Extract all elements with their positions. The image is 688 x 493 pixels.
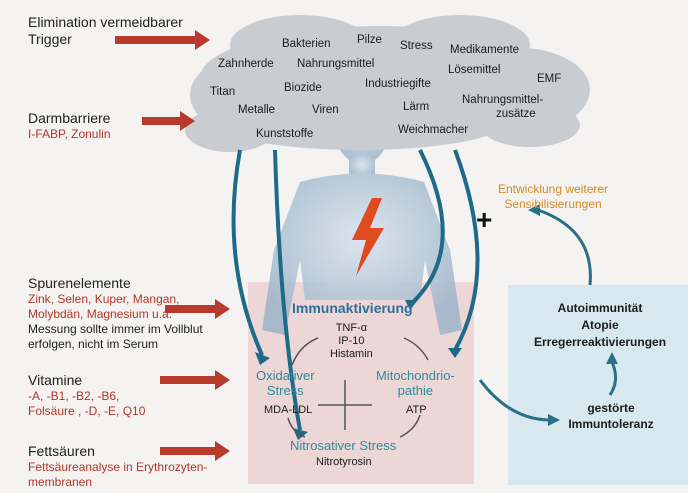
darmbarriere-title: Darmbarriere <box>28 110 111 127</box>
trigger-title: Elimination vermeidbarer Trigger <box>28 14 183 48</box>
cloud-word: zusätze <box>496 108 536 120</box>
mitochondriopathie: Mitochondrio- pathie <box>376 368 455 398</box>
cloud-word: EMF <box>537 73 561 85</box>
immuntoleranz-box: gestörte Immuntoleranz <box>556 400 666 432</box>
cloud-word: Metalle <box>238 104 275 116</box>
cloud-word: Zahnherde <box>218 58 274 70</box>
immunaktivierung-title: Immunaktivierung <box>292 300 413 316</box>
darmbarriere-sub: I-FABP, Zonulin <box>28 127 111 142</box>
cloud-word: Lösemittel <box>448 64 500 76</box>
fettsaeuren-block: Fettsäuren Fettsäureanalyse in Erythrozy… <box>28 443 207 490</box>
cloud-word: Biozide <box>284 82 322 94</box>
vitamine-block: Vitamine -A, -B1, -B2, -B6, Folsäure , -… <box>28 372 145 419</box>
cloud-word: Nahrungsmittel <box>297 58 374 70</box>
cloud-word: Stress <box>400 40 433 52</box>
atp: ATP <box>406 404 427 416</box>
cloud-word: Titan <box>210 86 235 98</box>
mda-ldl: MDA-LDL <box>264 404 312 416</box>
cloud-word: Industriegifte <box>365 78 431 90</box>
marker-list: TNF-α IP-10 Histamin <box>330 322 373 361</box>
cloud-word: Nahrungsmittel- <box>462 94 543 106</box>
sensibilisierungen-text: Entwicklung weiterer Sensibilisierungen <box>498 182 608 212</box>
nitrosativer-stress: Nitrosativer Stress <box>290 438 396 453</box>
oxidativer-stress: Oxidativer Stress <box>256 368 315 398</box>
darmbarriere-block: Darmbarriere I-FABP, Zonulin <box>28 110 111 142</box>
cloud-word: Pilze <box>357 34 382 46</box>
cloud-word: Weichmacher <box>398 124 468 136</box>
cloud-word: Bakterien <box>282 38 331 50</box>
cloud-word: Kunststoffe <box>256 128 313 140</box>
autoimmunitaet-box: Autoimmunität Atopie Erregerreaktivierun… <box>520 300 680 351</box>
spurenelemente-block: Spurenelemente Zink, Selen, Kuper, Manga… <box>28 275 203 352</box>
cloud-word: Viren <box>312 104 339 116</box>
plus-icon: + <box>476 204 492 236</box>
cloud-word: Lärm <box>403 101 429 113</box>
cloud-word: Medikamente <box>450 44 519 56</box>
nitrotyrosin: Nitrotyrosin <box>316 456 372 468</box>
